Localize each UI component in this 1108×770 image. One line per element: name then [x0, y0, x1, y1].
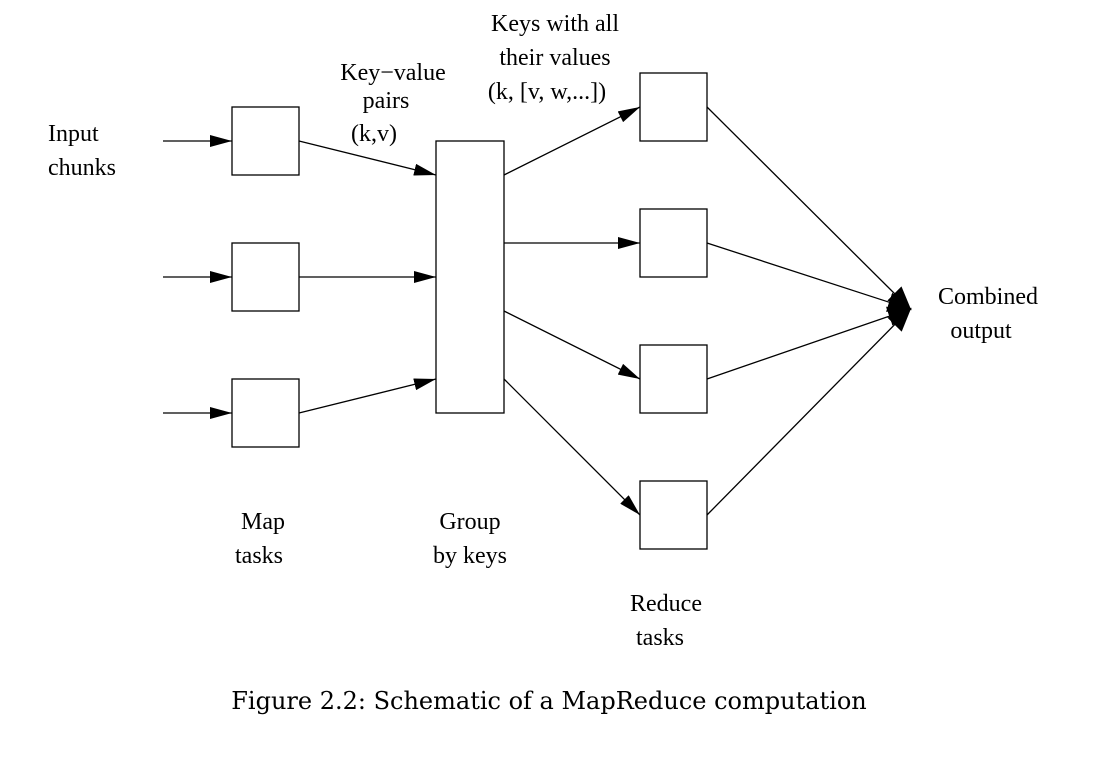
- group-by-keys-box: [435, 140, 505, 414]
- group-by-keys-label-line1: Group: [439, 509, 500, 535]
- group-to-reduce-arrow-1: [503, 106, 641, 176]
- reduce-task-box-3: [639, 344, 708, 414]
- reduce-task-box-1: [639, 72, 708, 142]
- reduce-tasks-label-line1: Reduce: [630, 591, 702, 617]
- reduce-to-output-arrow-2: [706, 242, 912, 312]
- map-task-box-2: [231, 242, 300, 312]
- keys-values-label-line3: (k, [v, w,...]): [488, 79, 606, 105]
- reduce-to-output-arrow-1: [706, 106, 912, 311]
- reduce-tasks-label-line2: tasks: [636, 625, 684, 651]
- reduce-task-box-2: [639, 208, 708, 278]
- kv-pairs-label-line1: Key−value: [340, 60, 446, 86]
- map-to-group-arrow-1: [298, 140, 437, 176]
- keys-values-label-line2: their values: [499, 45, 610, 71]
- keys-values-label-line1: Keys with all: [491, 11, 619, 37]
- group-to-reduce-arrow-4: [503, 378, 641, 516]
- reduce-to-output-arrow-3: [706, 306, 912, 380]
- combined-output-label-line1: Combined: [938, 284, 1038, 310]
- combined-output-label-line2: output: [950, 318, 1012, 344]
- map-tasks-label-line1: Map: [241, 509, 285, 535]
- map-tasks-label-line2: tasks: [235, 543, 283, 569]
- kv-pairs-label-line3: (k,v): [351, 121, 397, 147]
- group-to-reduce-arrow-3: [503, 310, 641, 380]
- group-by-keys-label-line2: by keys: [433, 543, 507, 569]
- map-task-box-1: [231, 106, 300, 176]
- kv-pairs-label-line2: pairs: [363, 88, 410, 114]
- map-task-box-3: [231, 378, 300, 448]
- figure-caption: Figure 2.2: Schematic of a MapReduce com…: [231, 687, 867, 715]
- reduce-task-box-4: [639, 480, 708, 550]
- map-to-group-arrow-3: [298, 378, 437, 414]
- reduce-to-output-arrow-4: [706, 307, 912, 516]
- input-chunks-label-line2: chunks: [48, 155, 116, 181]
- input-chunks-label-line1: Input: [48, 121, 99, 147]
